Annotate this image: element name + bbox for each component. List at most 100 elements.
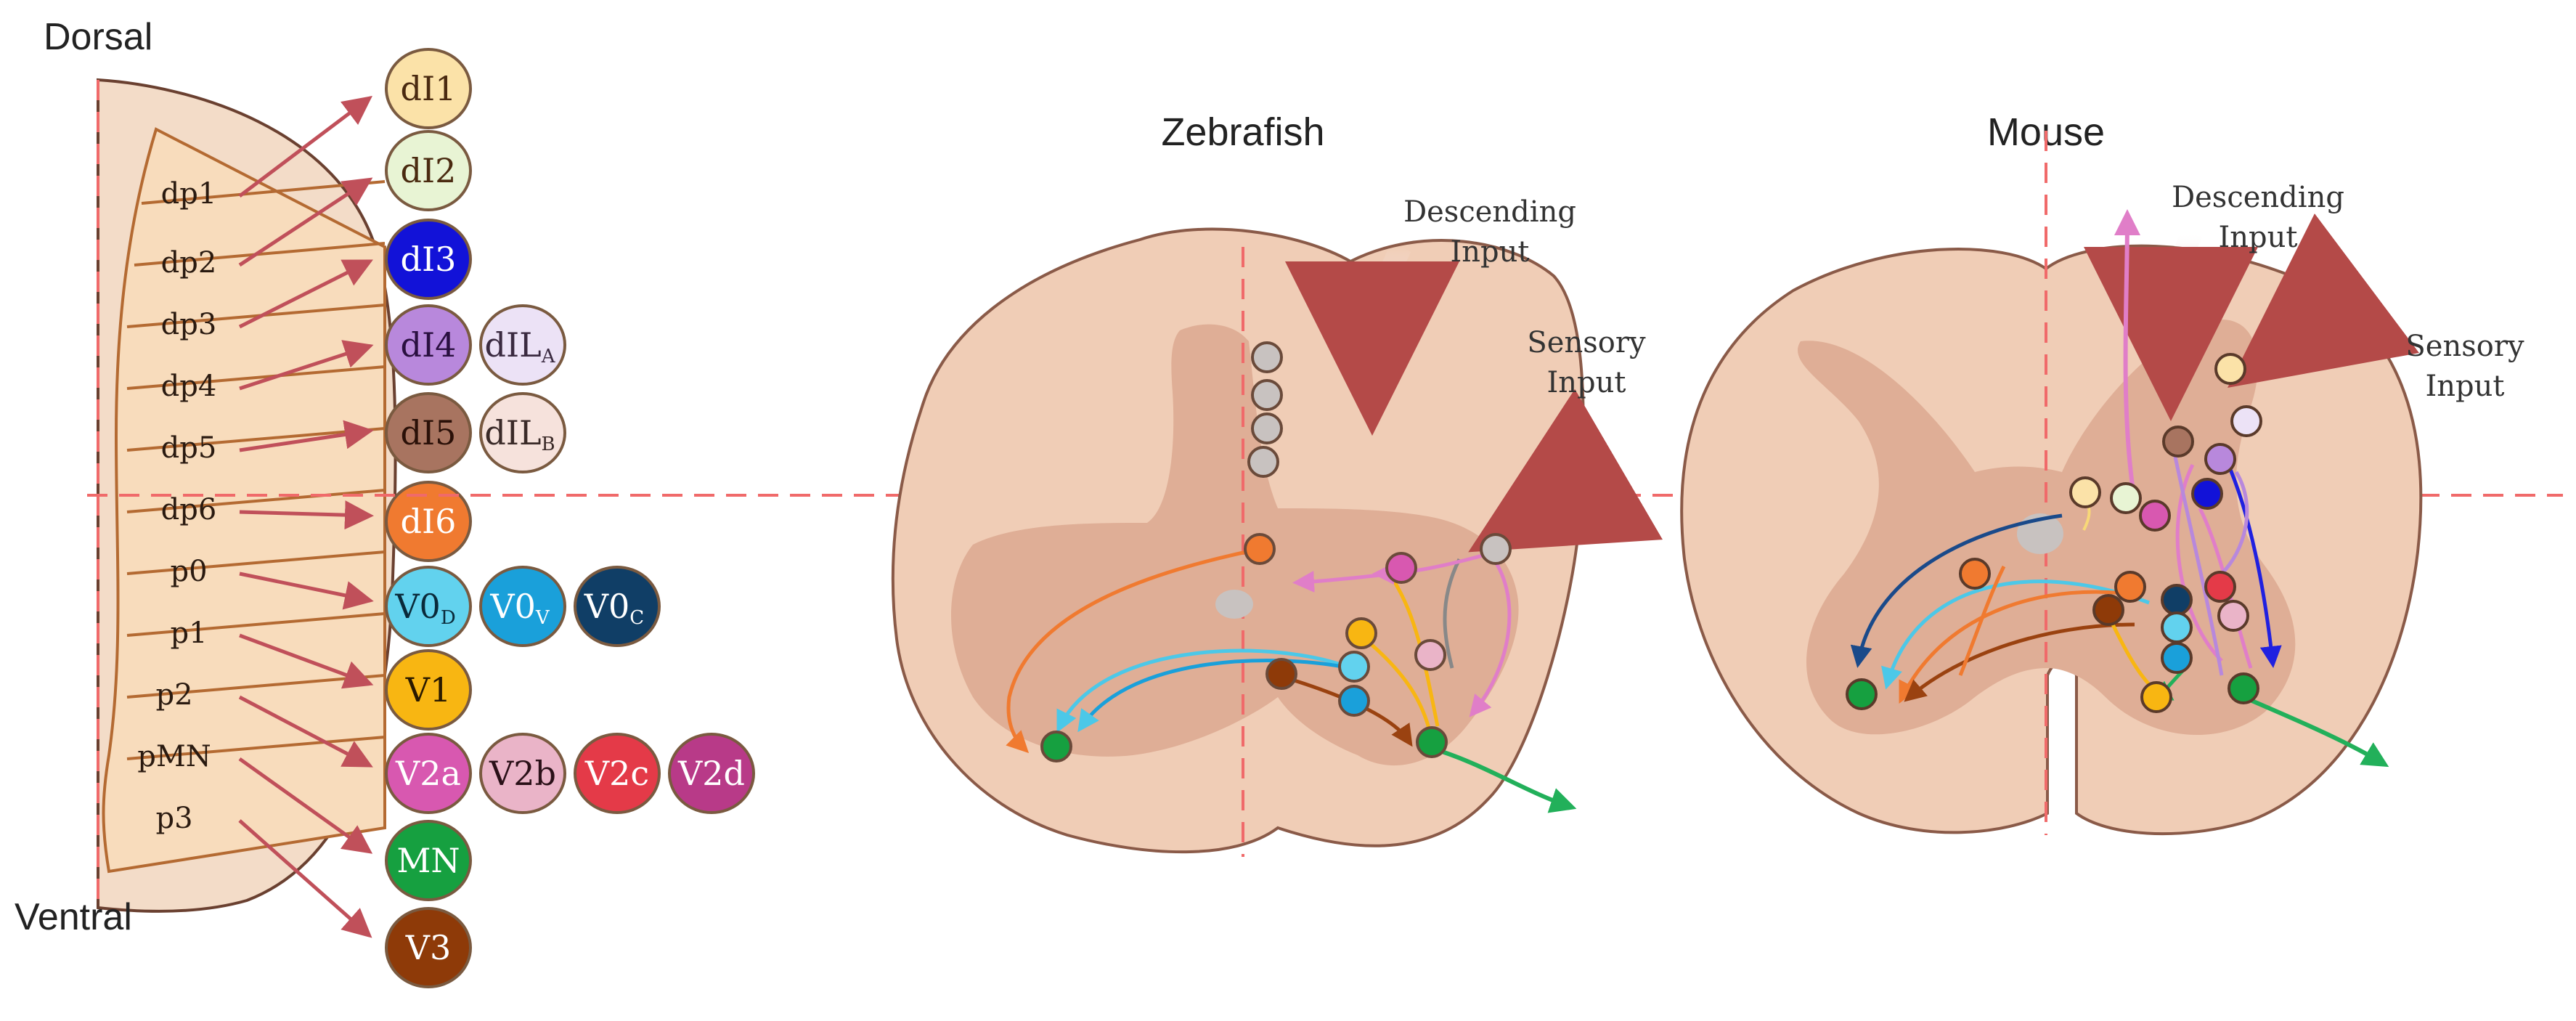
neuron-class-v0c: V0C — [574, 566, 661, 647]
zebrafish-cell — [1345, 617, 1377, 649]
mouse-cell — [2139, 500, 2171, 532]
neuron-class-dilb: dILB — [479, 392, 566, 473]
mouse-descending-label-1: Descending — [2172, 181, 2344, 214]
mouse-cell — [1846, 678, 1878, 710]
zebrafish-cell — [1385, 552, 1417, 584]
domain-label-dp1: dp1 — [161, 177, 217, 211]
mouse-cell — [1959, 558, 1991, 590]
mouse-ascending-arrow — [2114, 209, 2140, 502]
zebrafish-grey-matter — [951, 324, 1519, 766]
dorsal-label: Dorsal — [44, 16, 152, 58]
svg-text:dI3: dI3 — [401, 240, 457, 279]
domain-arrow-dp1 — [238, 95, 372, 198]
mouse-cell — [2161, 584, 2193, 616]
neuron-class-mn: MN — [385, 820, 472, 901]
domain-boundary — [126, 612, 386, 637]
neuron-class-v2b: V2b — [479, 733, 566, 814]
ventral-label: Ventral — [15, 896, 132, 938]
zebrafish-descending-label-2: Input — [1450, 235, 1529, 269]
progenitor-zone — [102, 127, 386, 874]
svg-text:V1: V1 — [405, 670, 452, 709]
domain-boundary — [126, 550, 386, 575]
svg-text:V2a: V2a — [395, 754, 461, 793]
svg-text:dI6: dI6 — [401, 502, 457, 541]
zebrafish-title: Zebrafish — [1161, 110, 1324, 154]
svg-text:dI5: dI5 — [401, 413, 457, 452]
neuron-class-v1: V1 — [385, 649, 472, 731]
domain-arrow-dp2 — [238, 177, 373, 267]
domain-arrow-pMN — [238, 757, 373, 854]
svg-text:dI4: dI4 — [401, 325, 457, 365]
zebrafish-cord: Zebrafish Descending Input Sensory Input — [891, 110, 1663, 857]
svg-text:V3: V3 — [405, 928, 452, 967]
mouse-cell — [2204, 571, 2236, 603]
mouse-cell — [2217, 600, 2249, 632]
mouse-cell — [2204, 443, 2236, 475]
svg-text:dI2: dI2 — [401, 151, 457, 190]
domain-arrow-dp6 — [239, 500, 374, 530]
zebrafish-projections — [1006, 546, 1577, 813]
zebrafish-cells — [1040, 341, 1512, 762]
domain-label-p1: p1 — [170, 617, 207, 650]
neuron-class-di3: dI3 — [385, 219, 472, 300]
mouse-descending-arrow — [2084, 227, 2259, 421]
domain-boundaries — [126, 180, 386, 760]
mouse-cell — [2161, 642, 2193, 674]
neuron-class-v3: V3 — [385, 907, 472, 988]
svg-text:V2d: V2d — [677, 754, 745, 793]
neuron-class-di2: dI2 — [385, 130, 472, 211]
domain-boundary — [126, 365, 386, 390]
domain-arrow-dp5 — [239, 420, 374, 452]
domain-arrow-p3 — [238, 819, 372, 938]
mouse-cell — [2114, 571, 2146, 603]
neuron-class-v2d: V2d — [668, 733, 755, 814]
zebrafish-cell — [1244, 533, 1276, 565]
domain-label-dp2: dp2 — [161, 246, 217, 280]
zebrafish-cell — [1338, 685, 1370, 717]
domain-boundary — [126, 736, 386, 760]
zebrafish-cell — [1414, 639, 1446, 671]
mouse-cord: Mouse Descending Input Sensory Input — [1680, 110, 2524, 836]
zebrafish-central-canal — [1215, 590, 1253, 619]
domain-arrow-p1 — [239, 633, 374, 689]
zebrafish-cell — [1247, 446, 1279, 478]
domain-boundary — [126, 489, 386, 513]
mouse-sensory-label-2: Input — [2425, 370, 2504, 403]
zebrafish-sensory-arrow — [1468, 389, 1663, 553]
zebrafish-cell — [1265, 658, 1297, 690]
mouse-cell — [2140, 681, 2172, 713]
zebrafish-cell — [1416, 726, 1448, 758]
zebrafish-sensory-label-1: Sensory — [1527, 326, 1646, 359]
mouse-cell — [2191, 478, 2223, 510]
neuron-class-v2a: V2a — [385, 733, 472, 814]
domain-boundary — [134, 242, 386, 267]
domain-label-p2: p2 — [155, 678, 192, 712]
zebrafish-sensory-label-2: Input — [1546, 366, 1626, 399]
zebrafish-cell — [1480, 533, 1512, 565]
domain-label-pMN: pMN — [137, 740, 211, 773]
zebrafish-descending-label-1: Descending — [1403, 195, 1576, 229]
zebrafish-cell — [1251, 412, 1283, 444]
mouse-cell — [2161, 611, 2193, 643]
neuron-class-di5: dI5 — [385, 392, 472, 473]
mouse-cells — [1846, 353, 2262, 713]
domain-arrow-p0 — [239, 571, 374, 610]
zebrafish-descending-arrow — [1285, 242, 1460, 436]
neuron-class-di4: dI4 — [385, 304, 472, 386]
svg-text:V2c: V2c — [584, 754, 649, 793]
neuron-class-dila: dILA — [479, 304, 566, 386]
domain-arrows — [238, 95, 374, 938]
zebrafish-cell — [1251, 341, 1283, 373]
neuron-class-di1: dI1 — [385, 48, 472, 129]
domain-label-dp3: dp3 — [161, 308, 217, 341]
mouse-cell — [2069, 476, 2101, 508]
svg-text:dI1: dI1 — [401, 69, 457, 108]
domain-label-dp4: dp4 — [161, 370, 217, 403]
mouse-cell — [2214, 353, 2246, 385]
mouse-cell — [2092, 594, 2124, 626]
domain-label-p3: p3 — [155, 802, 192, 835]
neuron-class-v0d: V0D — [385, 566, 472, 647]
